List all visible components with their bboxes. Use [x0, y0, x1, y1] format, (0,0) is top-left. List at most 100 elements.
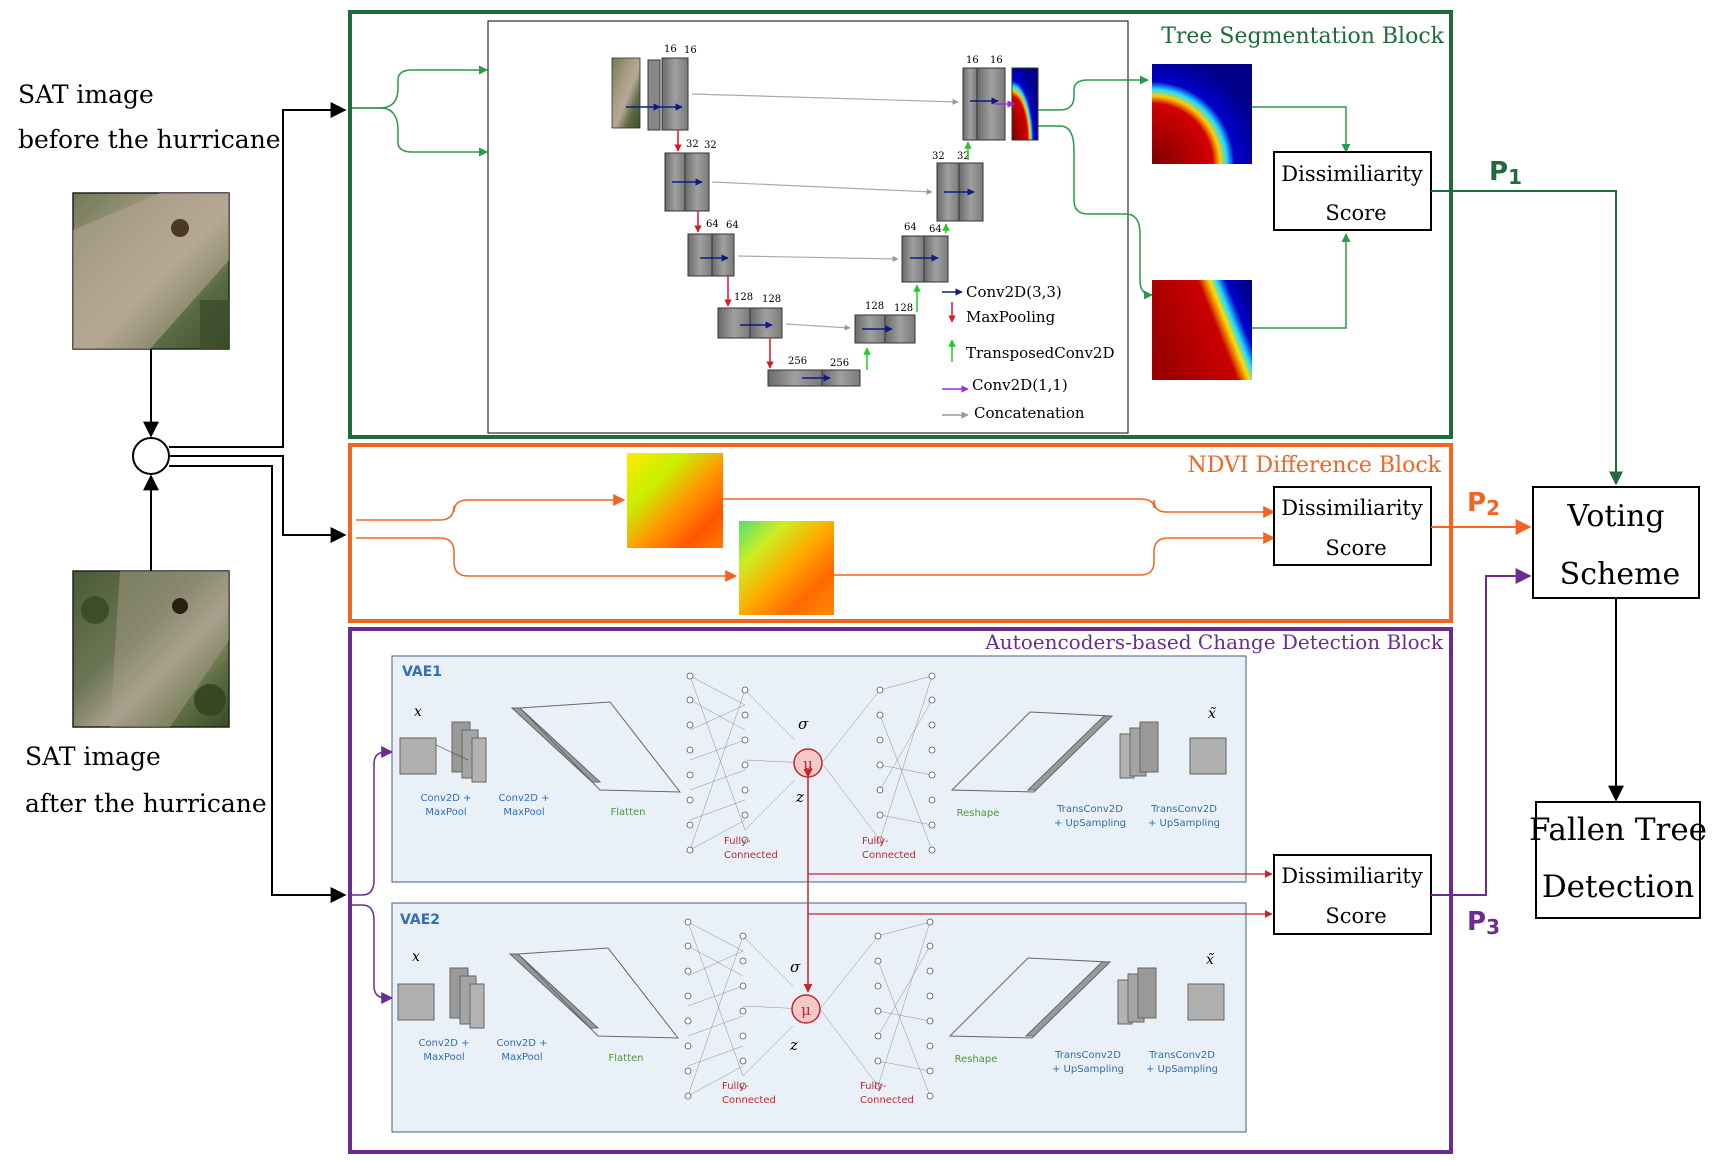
- vae1-fc2-b: Connected: [862, 850, 916, 861]
- vae2-tc2-a: TransConv2D: [1148, 1050, 1215, 1061]
- unet-enc1-f1: 16: [664, 44, 677, 55]
- vae2-decoder-nodes: [874, 918, 934, 1100]
- vae2-flatten: Flatten: [609, 1053, 644, 1064]
- satellite-image-before: [72, 192, 230, 350]
- unet-dec4-f1: 128: [865, 301, 884, 312]
- vae2-conv1-a: Conv2D +: [419, 1038, 470, 1049]
- vae1-conv1-b: MaxPool: [425, 807, 466, 818]
- satellite-image-after: [72, 570, 230, 728]
- before-label-line1: SAT image: [18, 80, 154, 109]
- vae2-encoder-nodes: [684, 918, 747, 1100]
- voting-scheme-box: Voting Scheme: [1532, 486, 1700, 599]
- vae1-fc-a: Fully-: [724, 836, 751, 847]
- vae1-fc2-a: Fully-: [862, 836, 889, 847]
- segmentation-map-before: [1152, 64, 1252, 164]
- unet-dec3-f2: 64: [929, 224, 942, 235]
- segmentation-map-after: [1152, 280, 1252, 380]
- ndvi-difference-block: NDVI Difference Block Dissimiliarity Sco…: [348, 443, 1453, 623]
- vae2-conv2-b: MaxPool: [501, 1052, 542, 1063]
- vae2-conv1-b: MaxPool: [423, 1052, 464, 1063]
- vae2-decoder-fc: [819, 921, 931, 1097]
- vae1-conv2-b: MaxPool: [503, 807, 544, 818]
- vae1-mu: μ: [803, 755, 813, 773]
- ae-dissimilarity-box: [1273, 854, 1432, 935]
- vae1-reshape: Reshape: [957, 808, 1000, 819]
- unet-enc3-f2: 64: [726, 220, 739, 231]
- vae2-sigma: σ: [790, 958, 801, 976]
- unet-enc4-f1: 128: [734, 292, 753, 303]
- vae1-tc1-a: TransConv2D: [1056, 804, 1123, 815]
- result-line2: Detection: [1542, 869, 1694, 905]
- vae1-z: z: [795, 788, 804, 806]
- ndvi-block-title: NDVI Difference Block: [1187, 453, 1441, 478]
- ndvi-score-line2: Score: [1325, 536, 1386, 560]
- tree-score-line2: Score: [1325, 201, 1386, 225]
- unet-bottleneck-f1: 256: [788, 356, 807, 367]
- vae1-decoder-fc: [821, 675, 933, 851]
- vae2-panel: VAE2 x Conv2D + MaxPool Conv2D + MaxPool…: [391, 902, 1247, 1133]
- vae1-fc-b: Connected: [724, 850, 778, 861]
- ae-score-line2: Score: [1325, 904, 1386, 928]
- input-connectors: [132, 102, 347, 903]
- vae1-title: VAE1: [402, 664, 442, 680]
- after-label-line1: SAT image: [25, 742, 161, 771]
- vae1-flatten: Flatten: [611, 807, 646, 818]
- unet-bottleneck-f2: 256: [830, 358, 849, 369]
- unet-panel: 16 16 32 32 64 64 128 128: [487, 20, 1129, 434]
- ndvi-score-line1: Dissimiliarity: [1281, 496, 1423, 520]
- vae2-tc1-a: TransConv2D: [1054, 1050, 1121, 1061]
- result-line1: Fallen Tree: [1529, 812, 1707, 848]
- ae-block-title: Autoencoders-based Change Detection Bloc…: [984, 630, 1444, 654]
- tree-segmentation-block: Tree Segmentation Block 16 16 32 32: [348, 10, 1453, 439]
- unet-dec4-f2: 128: [894, 303, 913, 314]
- unet-dec3-f1: 64: [904, 222, 917, 233]
- vae2-fc2-b: Connected: [860, 1095, 914, 1106]
- legend-transposed: TransposedConv2D: [966, 344, 1115, 362]
- legend-maxpool: MaxPooling: [966, 308, 1056, 326]
- vae2-tc2-b: + UpSampling: [1146, 1064, 1218, 1075]
- vae1-panel: VAE1 x Conv2D + MaxPool Conv2D + MaxPool…: [391, 655, 1247, 883]
- p2-label: P2: [1467, 488, 1500, 520]
- autoencoder-block: Autoencoders-based Change Detection Bloc…: [348, 627, 1453, 1154]
- vae2-mu: μ: [801, 1001, 811, 1019]
- tree-block-title: Tree Segmentation Block: [1161, 24, 1444, 49]
- vae2-reshape: Reshape: [955, 1054, 998, 1065]
- vae2-x: x: [412, 949, 420, 965]
- legend-concat: Concatenation: [974, 404, 1085, 422]
- ndvi-map-after: [739, 521, 834, 615]
- unet-enc1-f2: 16: [684, 45, 697, 56]
- before-label-line2: before the hurricane: [18, 125, 281, 154]
- tree-score-line1: Dissimiliarity: [1281, 162, 1423, 186]
- vae2-title: VAE2: [400, 912, 440, 928]
- vae1-conv1-a: Conv2D +: [421, 793, 472, 804]
- vae2-fc-a: Fully-: [722, 1081, 749, 1092]
- vae1-x: x: [414, 704, 422, 720]
- unet-enc3-f1: 64: [706, 219, 719, 230]
- fallen-tree-detection-box: Fallen Tree Detection: [1529, 801, 1707, 919]
- vae1-decoder-nodes: [876, 672, 936, 854]
- legend-conv11: Conv2D(1,1): [972, 376, 1068, 394]
- unet-dec1-f1: 16: [966, 55, 979, 66]
- vae1-sigma: σ: [798, 715, 809, 733]
- vae1-tc2-b: + UpSampling: [1148, 818, 1220, 829]
- vae2-fc2-a: Fully-: [860, 1081, 887, 1092]
- vae2-x-tilde: x̃: [1206, 952, 1214, 968]
- probability-outputs: P1 P2 P3: [1431, 157, 1623, 939]
- vae1-conv2-a: Conv2D +: [499, 793, 550, 804]
- ndvi-map-before: [627, 453, 723, 548]
- unet-enc1-block: [647, 59, 661, 131]
- legend-conv: Conv2D(3,3): [966, 283, 1062, 301]
- vae2-z: z: [789, 1036, 798, 1054]
- unet-dec2-f2: 32: [957, 151, 970, 162]
- vae1-tc2-a: TransConv2D: [1150, 804, 1217, 815]
- vae2-conv2-a: Conv2D +: [497, 1038, 548, 1049]
- vae2-fc-b: Connected: [722, 1095, 776, 1106]
- unet-enc4-f2: 128: [762, 294, 781, 305]
- ae-score-line1: Dissimiliarity: [1281, 864, 1423, 888]
- vae2-tc1-b: + UpSampling: [1052, 1064, 1124, 1075]
- p3-label: P3: [1467, 907, 1500, 939]
- vae1-x-tilde: x̃: [1208, 706, 1216, 722]
- unet-dec1-f2: 16: [990, 55, 1003, 66]
- vae1-tc1-b: + UpSampling: [1054, 818, 1126, 829]
